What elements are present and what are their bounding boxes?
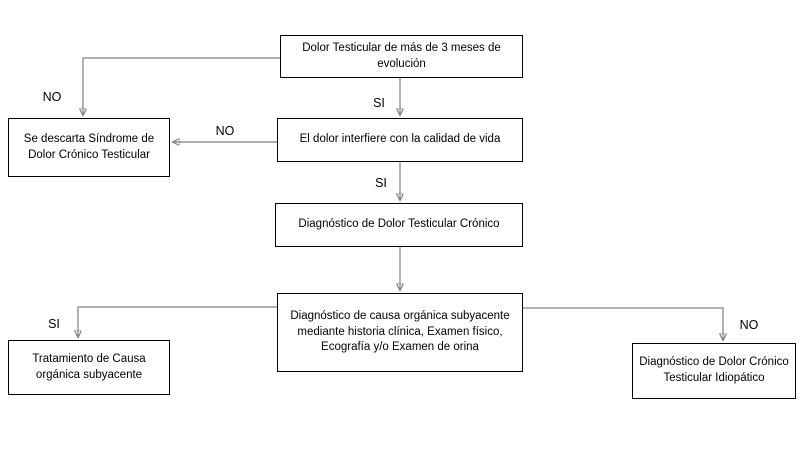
node-pain-duration: Dolor Testicular de más de 3 meses de ev… [280, 35, 523, 78]
node-organic-cause-workup: Diagnóstico de causa orgánica subyacente… [277, 293, 523, 372]
edge-label-no-workup-to-idiopathic: NO [739, 318, 759, 332]
node-chronic-pain-diagnosis: Diagnóstico de Dolor Testicular Crónico [275, 203, 523, 247]
node-treat-organic-cause: Tratamiento de Causa orgánica subyacente [8, 340, 170, 395]
edge-label-si-quality-to-ctp: SI [375, 176, 387, 190]
node-idiopathic-diagnosis: Diagnóstico de Dolor Crónico Testicular … [632, 343, 796, 399]
edge-label-si-duration-to-quality: SI [373, 96, 385, 110]
node-discard-syndrome: Se descarta Síndrome de Dolor Crónico Te… [8, 118, 170, 177]
edge-label-si-workup-to-treatment: SI [48, 317, 60, 331]
edge-label-no-duration-to-discard: NO [42, 90, 62, 104]
node-quality-of-life: El dolor interfiere con la calidad de vi… [277, 118, 523, 162]
edge-duration-to-discard [83, 57, 280, 115]
edge-workup-to-idiopathic [523, 307, 723, 340]
edge-workup-to-treatment [78, 306, 277, 337]
edge-label-no-quality-to-discard: NO [215, 124, 235, 138]
